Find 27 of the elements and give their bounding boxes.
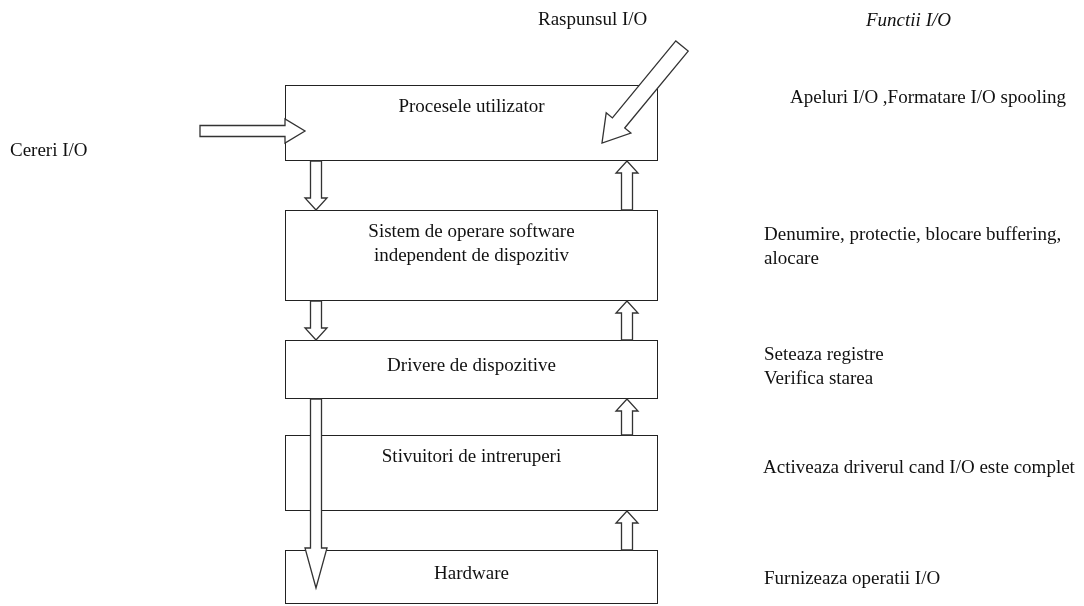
function-description: Denumire, protectie, blocare buffering, alocare — [764, 222, 1063, 270]
function-description: Seteaza registre Verifica starea — [764, 342, 885, 390]
layer-label: Hardware — [434, 561, 509, 585]
block-arrow — [303, 300, 329, 341]
block-arrow — [304, 398, 328, 591]
layer-box — [285, 550, 658, 604]
layer-box — [285, 210, 658, 301]
function-description: Furnizeaza operatii I/O — [764, 566, 942, 590]
flow-label: Cereri I/O — [10, 138, 89, 162]
layer-label: Sistem de operare software independent de dispozitiv — [367, 219, 576, 267]
function-description: Activeaza driverul cand I/O este complet — [762, 455, 1076, 479]
column-heading: Functii I/O — [866, 8, 952, 32]
block-arrow — [614, 300, 640, 341]
flow-label: Raspunsul I/O — [538, 8, 648, 30]
layer-label: Procesele utilizator — [398, 94, 545, 118]
layer-box — [285, 85, 658, 161]
layer-label: Stivuitori de intreruperi — [381, 444, 562, 468]
block-arrow — [614, 160, 640, 211]
layer-box — [285, 435, 658, 511]
block-arrow — [303, 160, 329, 211]
block-arrow — [614, 510, 640, 551]
layer-label: Drivere de dispozitive — [387, 353, 556, 377]
block-arrow — [601, 40, 690, 144]
function-description: Apeluri I/O ,Formatare I/O spooling — [789, 85, 1067, 109]
block-arrow — [614, 398, 640, 436]
layer-box — [285, 340, 658, 399]
block-arrow — [199, 117, 307, 145]
